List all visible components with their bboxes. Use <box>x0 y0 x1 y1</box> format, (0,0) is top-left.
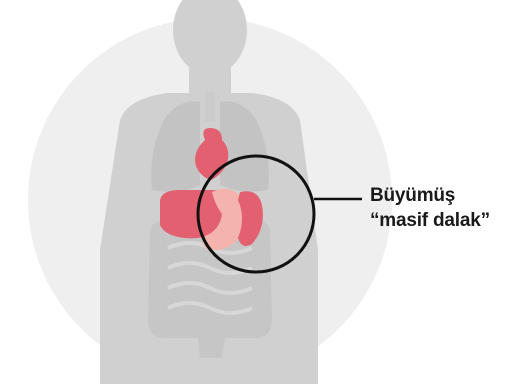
callout-line-2: “masif dalak” <box>370 208 490 233</box>
callout-label: Büyümüş “masif dalak” <box>370 183 490 233</box>
callout-line-1: Büyümüş <box>370 183 490 208</box>
